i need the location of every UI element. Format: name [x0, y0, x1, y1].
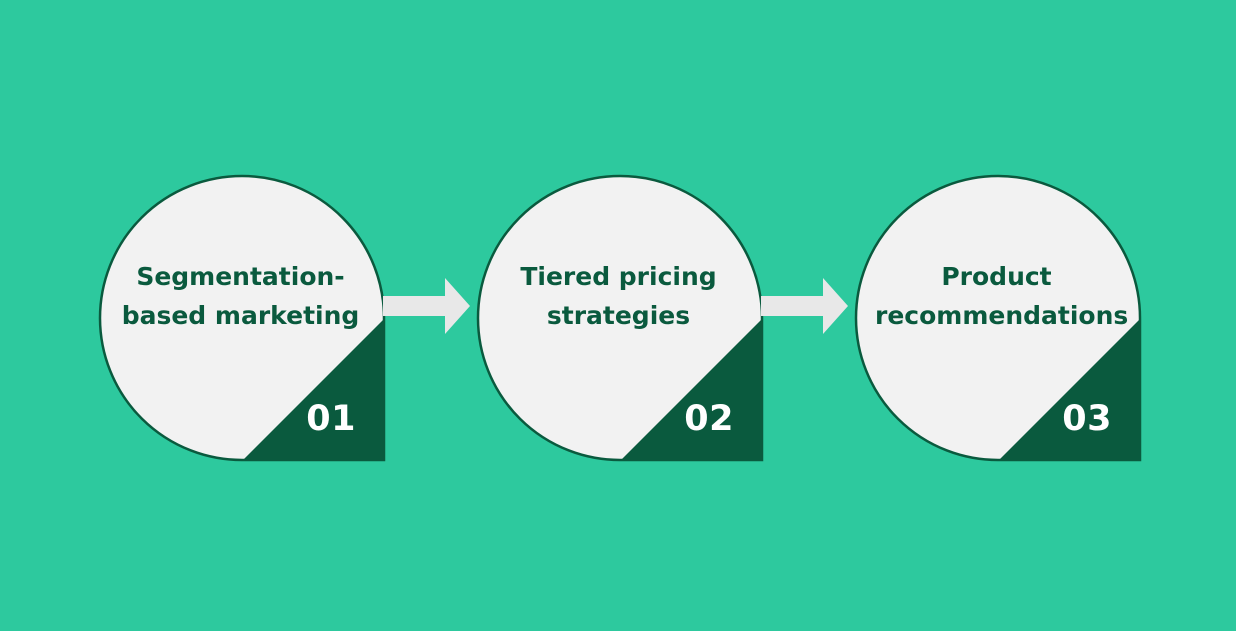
step-1-label-line2: based marketing — [121, 301, 360, 330]
step-2-label: Tiered pricing strategies — [497, 257, 740, 335]
step-2-label-line2: strategies — [546, 301, 691, 330]
step-1-label: Segmentation- based marketing — [119, 257, 362, 335]
step-3: Product recommendations 03 — [853, 173, 1142, 462]
step-2-corner — [621, 319, 762, 460]
step-2-circle — [476, 174, 764, 462]
step-2: Tiered pricing strategies 02 — [475, 173, 764, 462]
step-2-number: 02 — [684, 399, 734, 439]
step-1-shape — [98, 174, 386, 462]
step-3-label-line2: recommendations — [875, 301, 1129, 330]
step-3-label-line1: Product — [941, 262, 1052, 291]
step-1-number: 01 — [306, 399, 356, 439]
step-3-circle — [854, 174, 1142, 462]
step-3-shape — [854, 174, 1142, 462]
step-2-label-line1: Tiered pricing — [520, 262, 717, 291]
arrow-right-icon — [761, 278, 848, 334]
step-2-shape — [476, 174, 764, 462]
step-1-circle — [98, 174, 386, 462]
step-3-label: Product recommendations — [875, 257, 1129, 335]
step-3-corner — [999, 319, 1140, 460]
step-1-corner — [243, 319, 384, 460]
arrow-right-icon — [383, 278, 470, 334]
step-3-number: 03 — [1062, 399, 1112, 439]
step-1-label-line1: Segmentation- — [136, 262, 345, 291]
step-1: Segmentation- based marketing 01 — [97, 173, 386, 462]
